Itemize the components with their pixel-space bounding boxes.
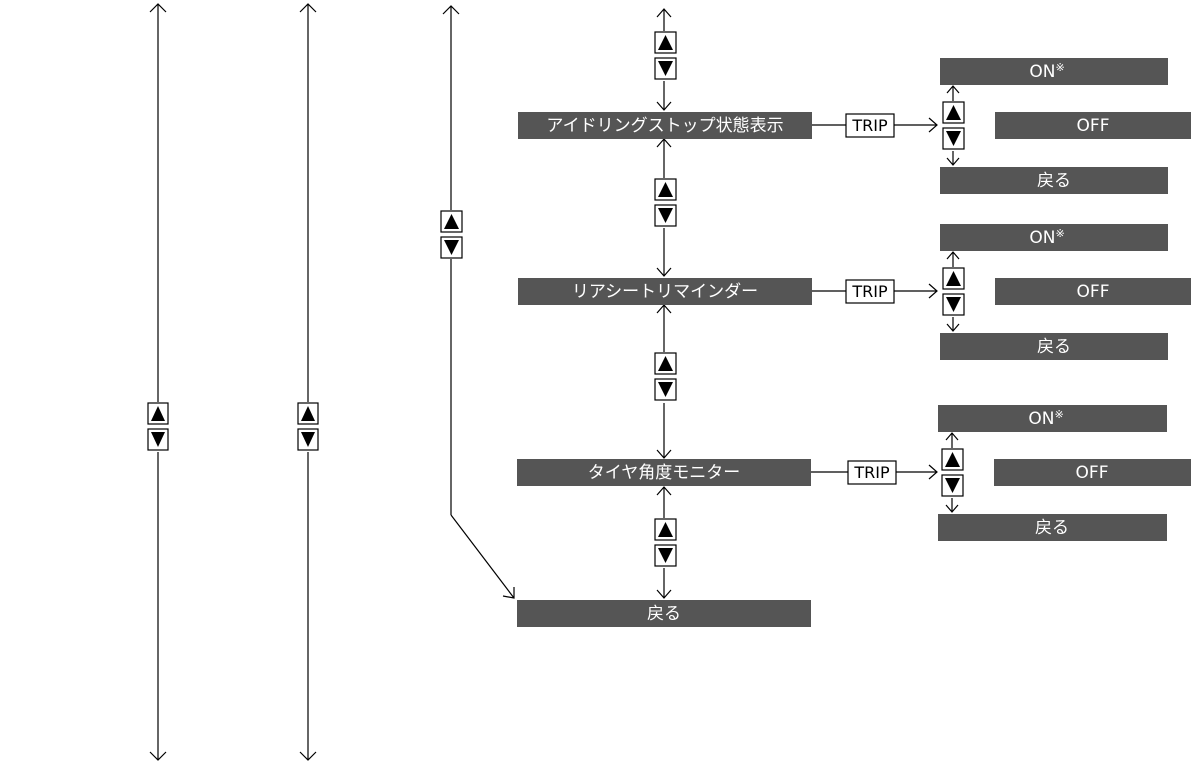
trip-connector-2	[812, 283, 938, 299]
left-scroll-line-1	[149, 3, 167, 761]
menu-item-label: タイヤ角度モニター	[588, 463, 741, 483]
option-group-1: ON※ OFF 戻る	[940, 58, 1191, 194]
triangle-up-icon	[658, 35, 673, 50]
up-down-button-option-2[interactable]	[942, 267, 965, 316]
option-back[interactable]: 戻る	[940, 167, 1168, 194]
triangle-up-icon	[658, 356, 673, 371]
triangle-down-icon	[658, 382, 673, 397]
triangle-up-icon	[658, 522, 673, 537]
trip-button-2[interactable]: TRIP	[845, 279, 895, 304]
svg-text:ON※: ON※	[1029, 227, 1064, 248]
up-down-button-option-1[interactable]	[942, 101, 965, 150]
triangle-up-icon	[658, 182, 673, 197]
triangle-down-icon	[301, 432, 315, 447]
svg-text:ON※: ON※	[1029, 61, 1064, 82]
menu-item-label: リアシートリマインダー	[572, 282, 758, 302]
option-off-label: OFF	[1077, 116, 1110, 136]
up-down-button-option-3[interactable]	[941, 448, 964, 497]
menu-scroll-line	[442, 5, 515, 599]
option-group-3: ON※ OFF 戻る	[938, 405, 1191, 541]
triangle-down-icon	[946, 131, 961, 146]
option-on[interactable]: ON※	[940, 224, 1168, 251]
menu-item-back[interactable]: 戻る	[517, 600, 811, 627]
triangle-down-icon	[946, 297, 961, 312]
option-back-label: 戻る	[1037, 171, 1071, 191]
option-off-label: OFF	[1076, 463, 1109, 483]
asterisk-mark: ※	[1055, 227, 1064, 240]
triangle-up-icon	[945, 452, 960, 467]
triangle-down-icon	[658, 208, 673, 223]
menu-item-idling-stop[interactable]: アイドリングストップ状態表示	[518, 112, 812, 139]
option-off[interactable]: OFF	[995, 112, 1191, 139]
option-group-2: ON※ OFF 戻る	[940, 224, 1191, 360]
option-on-label: ON	[1029, 228, 1055, 248]
asterisk-mark: ※	[1055, 61, 1064, 74]
menu-item-tire-angle-monitor[interactable]: タイヤ角度モニター	[517, 459, 811, 486]
triangle-up-icon	[301, 406, 315, 421]
trip-label: TRIP	[851, 116, 888, 135]
menu-item-label: アイドリングストップ状態表示	[546, 116, 783, 136]
up-down-button-center-4[interactable]	[654, 518, 677, 567]
up-down-button-left-1[interactable]	[147, 402, 169, 451]
up-down-button-left-2[interactable]	[297, 402, 319, 451]
option-off-label: OFF	[1077, 282, 1110, 302]
up-down-button-center-2[interactable]	[654, 178, 677, 227]
trip-button-3[interactable]: TRIP	[847, 460, 897, 485]
option-on[interactable]: ON※	[938, 405, 1167, 432]
trip-connector-1	[812, 117, 938, 133]
option-on-label: ON	[1028, 409, 1054, 429]
triangle-up-icon	[151, 406, 165, 421]
option-back-label: 戻る	[1035, 518, 1069, 538]
option-back[interactable]: 戻る	[940, 333, 1168, 360]
center-connectors	[656, 8, 672, 599]
triangle-up-icon	[946, 271, 961, 286]
trip-label: TRIP	[853, 463, 890, 482]
option-on-label: ON	[1029, 62, 1055, 82]
option-off[interactable]: OFF	[995, 278, 1191, 305]
option-back[interactable]: 戻る	[938, 514, 1167, 541]
triangle-down-icon	[151, 432, 165, 447]
menu-item-rear-seat-reminder[interactable]: リアシートリマインダー	[518, 278, 812, 305]
svg-text:ON※: ON※	[1028, 408, 1063, 429]
up-down-button-center-3[interactable]	[654, 352, 677, 401]
option-on[interactable]: ON※	[940, 58, 1168, 85]
trip-label: TRIP	[851, 282, 888, 301]
triangle-down-icon	[945, 478, 960, 493]
option-back-label: 戻る	[1037, 337, 1071, 357]
triangle-down-icon	[444, 240, 459, 255]
triangle-up-icon	[444, 214, 459, 229]
triangle-down-icon	[658, 548, 673, 563]
triangle-down-icon	[658, 61, 673, 76]
trip-button-1[interactable]: TRIP	[845, 113, 895, 138]
up-down-button-menu[interactable]	[440, 210, 463, 259]
asterisk-mark: ※	[1054, 408, 1063, 421]
left-scroll-line-2	[299, 3, 317, 761]
trip-connector-3	[811, 464, 938, 480]
option-off[interactable]: OFF	[994, 459, 1191, 486]
up-down-button-center-1[interactable]	[654, 31, 677, 80]
triangle-up-icon	[946, 105, 961, 120]
menu-item-label: 戻る	[647, 604, 681, 624]
